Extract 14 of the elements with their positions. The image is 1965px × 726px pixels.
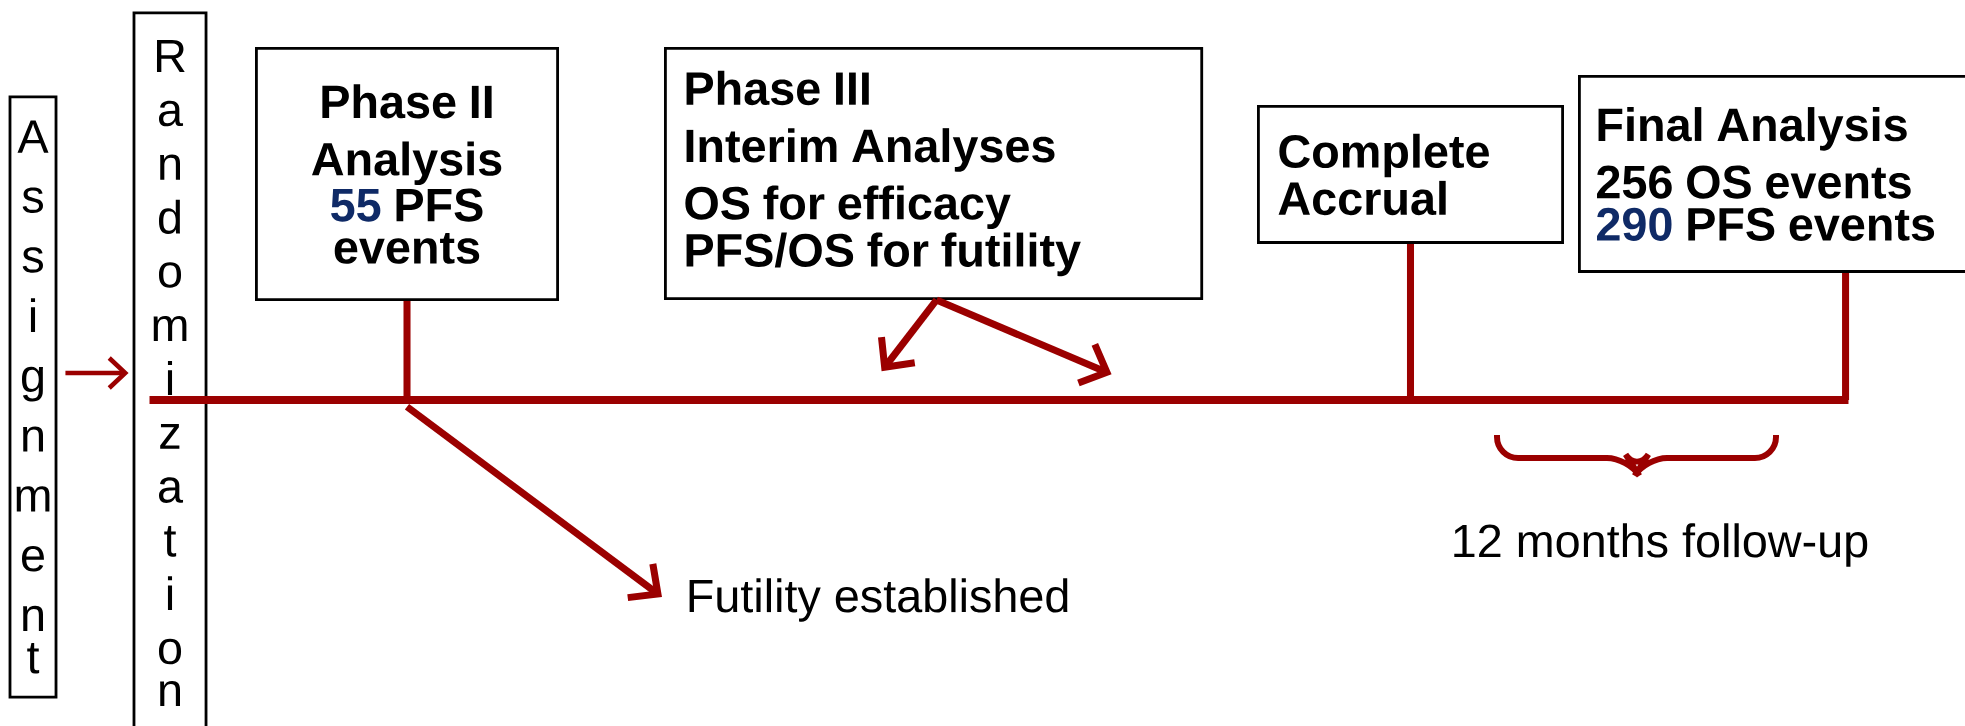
arrow (935, 296, 1112, 387)
milestone-box: Complete Accrual (1257, 105, 1564, 244)
brace-label: 12 months follow-up (1454, 523, 1868, 567)
arrow (404, 403, 662, 602)
connector-line (403, 300, 411, 400)
milestone-box: Final Analysis 256 OS events 290 PFS events (1578, 75, 1965, 273)
milestone-box: Phase III Interim Analyses OS for efficacy PFS/OS for futility (664, 47, 1204, 300)
timeline-bar (149, 396, 1849, 404)
outcome-label: Futility established (689, 578, 1068, 622)
label-box: Assignment (8, 95, 58, 699)
connector-line (1406, 243, 1414, 400)
milestone-box: Phase II Analysis 55 PFS events (255, 47, 559, 301)
connector-line (1842, 272, 1850, 400)
label-box: Randomization (132, 11, 208, 726)
